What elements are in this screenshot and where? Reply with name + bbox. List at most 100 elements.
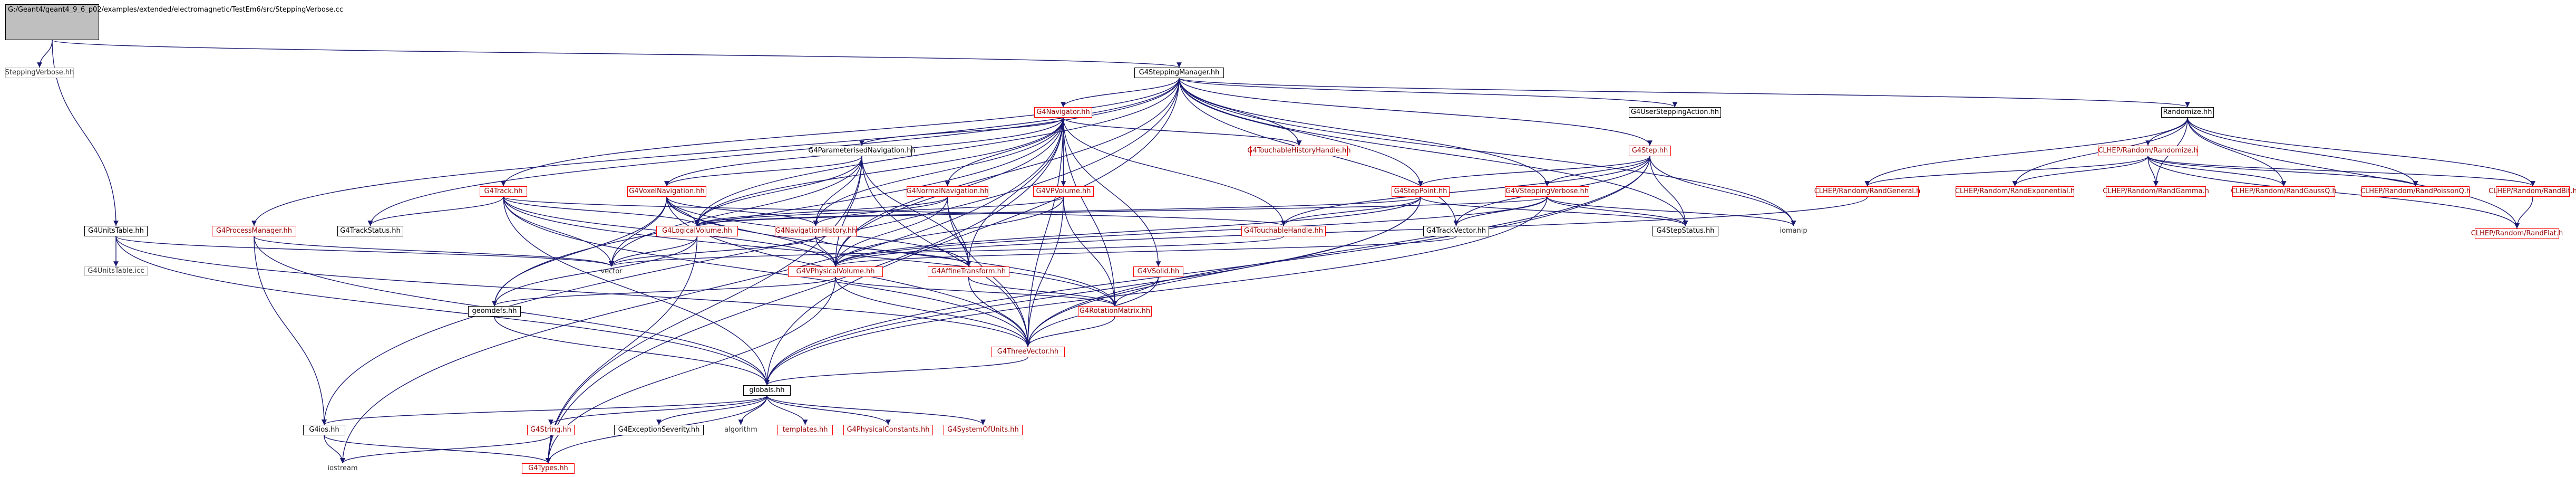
include-edge [322, 395, 767, 425]
node-g4affinetransform-hh[interactable]: G4AffineTransform.hh [928, 266, 1009, 277]
node-g4navigator-hh[interactable]: G4Navigator.hh [1034, 107, 1092, 118]
include-edge [1179, 78, 1423, 187]
node-label: CLHEP/Random/RandGeneral.h [1814, 187, 1921, 195]
include-edge [764, 196, 1548, 386]
node-label: G4ThreeVector.hh [997, 347, 1059, 356]
node-g4processmanager-hh[interactable]: G4ProcessManager.hh [212, 226, 296, 236]
include-edge [2012, 156, 2149, 187]
node-g4usersteppingaction-hh[interactable]: G4UserSteppingAction.hh [1629, 107, 1721, 118]
node-g4systemofunits-hh[interactable]: G4SystemOfUnits.hh [944, 425, 1023, 435]
include-edge [2187, 117, 2287, 187]
node-g4vpvolume-hh[interactable]: G4VPVolume.hh [1033, 186, 1094, 197]
include-edge [694, 156, 862, 226]
node-label: CLHEP/Random/RandExponential.h [1955, 187, 2075, 195]
include-edge [666, 196, 819, 226]
node-randomize-hh[interactable]: Randomize.hh [2161, 107, 2214, 118]
node-g4touchablehandle-hh[interactable]: G4TouchableHandle.hh [1241, 226, 1326, 236]
node-iostream[interactable]: iostream [324, 463, 361, 474]
node-globals-hh[interactable]: globals.hh [743, 385, 791, 396]
include-edge [52, 40, 1182, 68]
node-g4navigationhistory-hh[interactable]: G4NavigationHistory.hh [775, 226, 857, 236]
node-label: G4LogicalVolume.hh [662, 226, 732, 235]
include-edge [1547, 196, 1688, 226]
include-edge [1179, 78, 1796, 226]
node-g4threevector-hh[interactable]: G4ThreeVector.hh [991, 347, 1065, 357]
node-g4ios-hh[interactable]: G4ios.hh [303, 425, 345, 435]
node-iomanip[interactable]: iomanip [1776, 226, 1811, 236]
node-label: geomdefs.hh [472, 307, 517, 315]
node-g4logicalvolume-hh[interactable]: G4LogicalVolume.hh [656, 226, 738, 236]
node-clhep-randflat-h[interactable]: CLHEP/Random/RandFlat.h [2471, 228, 2563, 239]
include-edge [2187, 117, 2535, 187]
node-root-file[interactable]: G:/Geant4/geant4_9_6_p02/examples/extend… [5, 4, 343, 40]
node-g4steppingmanager-hh[interactable]: G4SteppingManager.hh [1134, 68, 1224, 78]
node-clhep-randgeneral-h[interactable]: CLHEP/Random/RandGeneral.h [1814, 186, 1921, 197]
node-label: templates.hh [782, 425, 828, 434]
node-g4unitstable-hh[interactable]: G4UnitsTable.hh [84, 226, 148, 236]
include-edge [1544, 156, 1650, 187]
include-edge [2514, 196, 2533, 229]
node-g4step-hh[interactable]: G4Step.hh [1629, 146, 1671, 156]
include-edge [609, 156, 862, 267]
node-label: G4VPhysicalVolume.hh [796, 267, 875, 275]
node-g4unitstable-icc[interactable]: G4UnitsTable.icc [84, 266, 148, 276]
include-edge [115, 236, 770, 386]
include-edge [861, 156, 971, 267]
include-edge [1063, 196, 1117, 307]
node-g4exceptionseverity-hh[interactable]: G4ExceptionSeverity.hh [614, 425, 704, 435]
node-g4normalnavigation-hh[interactable]: G4NormalNavigation.hh [906, 186, 989, 197]
node-steppingverbose-hh[interactable]: SteppingVerbose.hh [5, 68, 74, 78]
node-clhep-randgaussq-h[interactable]: CLHEP/Random/RandGaussQ.h [2231, 186, 2337, 197]
node-g4voxelnavigation-hh[interactable]: G4VoxelNavigation.hh [627, 186, 706, 197]
node-clhep-randpoissonq-h[interactable]: CLHEP/Random/RandPoissonQ.h [2360, 186, 2471, 197]
include-edge [968, 276, 1117, 307]
node-label: G4SteppingManager.hh [1139, 68, 1220, 77]
node-label: iostream [327, 464, 358, 472]
include-edge [1061, 78, 1180, 108]
node-g4steppoint-hh[interactable]: G4StepPoint.hh [1392, 186, 1450, 197]
node-vector[interactable]: vector [596, 266, 627, 277]
include-edge [766, 395, 808, 425]
node-label: G4ios.hh [309, 425, 339, 434]
node-geomdefs-hh[interactable]: geomdefs.hh [468, 306, 521, 317]
node-label: globals.hh [749, 386, 785, 394]
node-g4parameterisednavigation-hh[interactable]: G4ParameterisedNavigation.hh [808, 146, 916, 156]
include-edge [764, 78, 1180, 386]
node-g4string-hh[interactable]: G4String.hh [527, 425, 575, 435]
node-algorithm[interactable]: algorithm [721, 425, 761, 435]
include-edge [1025, 196, 1064, 347]
include-edge [2147, 156, 2535, 187]
node-g4vsteppingverbose-hh[interactable]: G4VSteppingVerbose.hh [1505, 186, 1589, 197]
node-clhep-randomize-h[interactable]: CLHEP/Random/Randomize.h [2098, 146, 2198, 156]
node-g4trackstatus-hh[interactable]: G4TrackStatus.hh [337, 226, 403, 236]
node-label: G4SystemOfUnits.hh [947, 425, 1019, 434]
include-edge [1281, 156, 1650, 226]
include-edge [492, 236, 698, 307]
node-g4trackvector-hh[interactable]: G4TrackVector.hh [1423, 226, 1489, 236]
include-edge [945, 117, 1064, 187]
node-g4touchablehistoryhandle-hh[interactable]: G4TouchableHistoryHandle.hh [1247, 146, 1351, 156]
node-clhep-randbit-h[interactable]: CLHEP/Random/RandBit.h [2488, 186, 2576, 197]
include-edge [1025, 117, 1064, 347]
node-g4types-hh[interactable]: G4Types.hh [522, 463, 575, 474]
node-label: G4UnitsTable.icc [88, 266, 144, 275]
include-edge [2147, 156, 2418, 187]
node-templates-hh[interactable]: templates.hh [777, 425, 833, 435]
node-clhep-randexponential-h[interactable]: CLHEP/Random/RandExponential.h [1955, 186, 2075, 197]
node-clhep-randgamma-h[interactable]: CLHEP/Random/RandGamma.h [2103, 186, 2209, 197]
node-label: G4Track.hh [484, 187, 523, 195]
node-g4stepstatus-hh[interactable]: G4StepStatus.hh [1652, 226, 1718, 236]
node-label: G4NavigationHistory.hh [775, 226, 857, 235]
include-edge [694, 78, 1180, 226]
include-edge [548, 395, 767, 425]
include-edge [546, 435, 551, 464]
node-g4physicalconstants-hh[interactable]: G4PhysicalConstants.hh [843, 425, 933, 435]
node-g4rotationmatrix-hh[interactable]: G4RotationMatrix.hh [1078, 306, 1152, 317]
include-edge [1179, 78, 1652, 146]
include-edge [1418, 156, 1650, 187]
node-g4vphysicalvolume-hh[interactable]: G4VPhysicalVolume.hh [788, 266, 883, 277]
node-g4vsolid-hh[interactable]: G4VSolid.hh [1133, 266, 1183, 277]
include-edge [609, 196, 667, 267]
include-edge [340, 435, 551, 464]
node-g4track-hh[interactable]: G4Track.hh [480, 186, 527, 197]
